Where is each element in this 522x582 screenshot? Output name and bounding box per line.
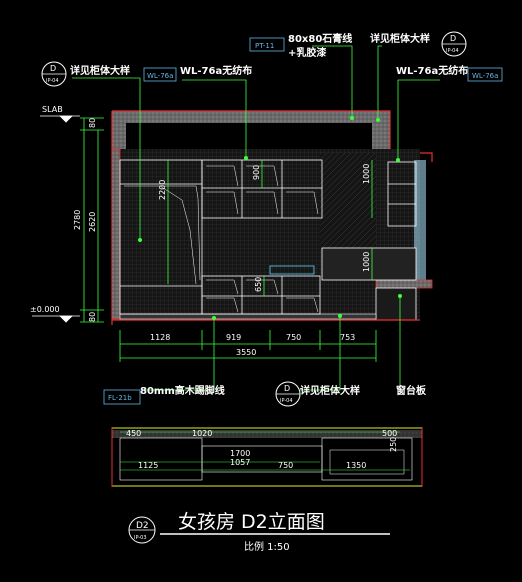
svg-text:D: D: [284, 384, 290, 393]
svg-text:2200: 2200: [158, 180, 167, 200]
svg-text:IP-04: IP-04: [280, 398, 293, 404]
ceiling-drop-left: [112, 123, 126, 149]
detail-marker-left: D IP-04: [41, 61, 67, 87]
wardrobe-tall: [119, 159, 203, 315]
svg-text:2780: 2780: [73, 210, 82, 230]
plan-view: 450 1020 500 1700 1057 1125 750 1350 250: [111, 427, 423, 487]
tag-fl21b: FL-21b: [108, 394, 132, 402]
svg-text:1000: 1000: [362, 252, 371, 272]
annotation-see-cabinet-left: 详见柜体大样: [70, 64, 130, 77]
dim-1128: 1128: [150, 333, 170, 342]
ceiling-slab: [112, 111, 390, 123]
dim-750: 750: [286, 333, 301, 342]
tag-pt11: PT-11: [255, 42, 274, 50]
internal-dims: [167, 160, 373, 296]
leader-dots: [138, 116, 402, 320]
drawing-scale: 比例 1:50: [244, 540, 290, 553]
annotation-texts: 详见柜体大样 WL-76a无纺布 80x80石膏线 +乳胶漆 详见柜体大样 WL…: [70, 32, 468, 397]
svg-text:1057: 1057: [230, 458, 250, 467]
wall-right-texture: [320, 153, 376, 249]
leader-lines: [72, 45, 440, 391]
svg-text:750: 750: [278, 461, 293, 470]
annotation-see-cabinet-bottom: 详见柜体大样: [300, 384, 360, 397]
tag-wl76a-left: WL-76a: [147, 72, 173, 80]
svg-text:1020: 1020: [192, 429, 212, 438]
svg-text:1350: 1350: [346, 461, 366, 470]
ceiling-drop-right: [372, 123, 390, 153]
svg-text:500: 500: [382, 429, 397, 438]
vertical-dims: [80, 117, 104, 323]
tag-wl76a-right: WL-76a: [472, 72, 498, 80]
left-wall: [111, 148, 121, 320]
detail-marker-right: D IP-04: [441, 31, 467, 57]
svg-text:D: D: [50, 64, 56, 73]
svg-text:450: 450: [126, 429, 141, 438]
vertical-dim-texts: 2780 2620 80 80 2200 900 650 1000 1000: [73, 118, 371, 322]
annotation-skirting: 80mm高木踢脚线: [140, 384, 225, 397]
annotation-latex-paint: +乳胶漆: [288, 46, 326, 59]
skirting-board: [119, 313, 377, 320]
svg-text:900: 900: [252, 165, 261, 180]
annotation-window-sill: 窗台板: [396, 384, 427, 397]
annotation-plaster-line: 80x80石膏线: [288, 32, 352, 45]
drawing-title: 女孩房 D2立面图: [178, 511, 325, 533]
desk: [201, 265, 321, 315]
svg-text:IP-04: IP-04: [446, 48, 459, 54]
dim-3550: 3550: [236, 348, 256, 357]
title-block: D2 IP-03 女孩房 D2立面图 比例 1:50: [128, 511, 390, 553]
svg-text:D2: D2: [136, 521, 149, 531]
svg-text:IP-03: IP-03: [134, 535, 147, 541]
svg-text:1700: 1700: [230, 449, 250, 458]
material-tags: WL-76a PT-11 WL-76a FL-21b: [103, 37, 503, 405]
level-slab: SLAB: [42, 105, 63, 114]
right-wall-upper: [414, 160, 426, 280]
svg-text:80: 80: [88, 312, 97, 322]
annotation-see-cabinet-top: 详见柜体大样: [370, 32, 430, 45]
dim-919: 919: [226, 333, 241, 342]
right-shelf: [321, 161, 417, 281]
svg-text:80: 80: [88, 118, 97, 128]
svg-text:1125: 1125: [138, 461, 158, 470]
level-zero: ±0.000: [30, 305, 60, 314]
svg-text:2620: 2620: [88, 212, 97, 232]
level-marks: [32, 115, 80, 323]
detail-marker-bottom: D IP-04: [275, 381, 301, 407]
svg-text:250: 250: [389, 437, 398, 452]
elevation: [32, 45, 440, 391]
window-lower: [375, 287, 417, 321]
window-sill-bar: [375, 279, 433, 289]
annotation-wl76a-right: WL-76a无纺布: [396, 64, 468, 77]
annotation-wl76a-left: WL-76a无纺布: [180, 64, 252, 77]
svg-text:IP-04: IP-04: [46, 78, 59, 84]
dim-753: 753: [340, 333, 355, 342]
svg-text:D: D: [450, 34, 456, 43]
svg-text:650: 650: [254, 277, 263, 292]
horizontal-dims: [119, 330, 377, 362]
svg-text:1000: 1000: [362, 164, 371, 184]
